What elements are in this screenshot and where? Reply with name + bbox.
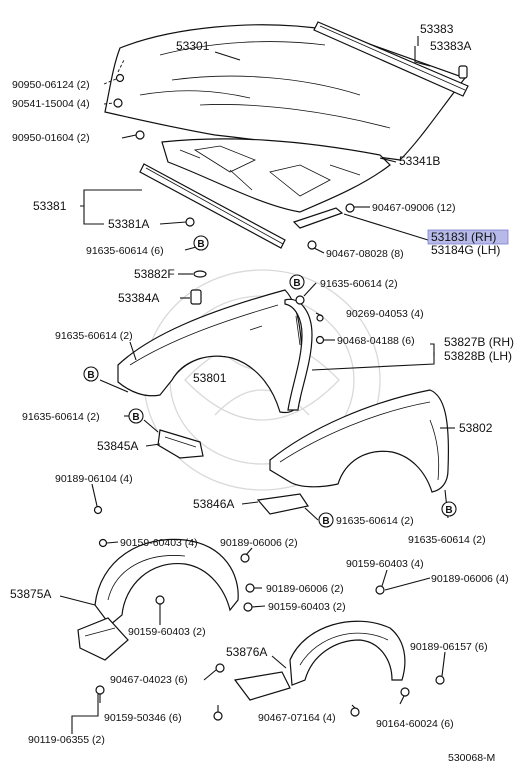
fastener-symbols: [93, 65, 468, 721]
b-marker: B: [128, 408, 144, 424]
fender-liner-53875A: [77, 538, 239, 661]
label-bolt-90119-06355: 90119-06355 (2): [28, 734, 105, 746]
hood-side-seal-53381: [139, 163, 286, 249]
b-marker: B: [441, 501, 457, 517]
label-clip-90467-08028: 90467-08028 (8): [326, 248, 404, 260]
label-bolt-90159-60403-2b: 90159-60403 (2): [128, 626, 206, 638]
label-bolt-90159-60403-4a: 90159-60403 (4): [120, 537, 198, 549]
label-fender-53801: 53801: [193, 371, 227, 385]
label-clip-90467-07164: 90467-07164 (4): [258, 712, 336, 724]
label-bolt-90189-06006-2b: 90189-06006 (2): [266, 583, 344, 595]
label-bolt-90189-06006-2a: 90189-06006 (2): [220, 537, 298, 549]
label-bolt-90164-60024: 90164-60024 (6): [376, 718, 454, 730]
label-bolt-90159-50346: 90159-50346 (6): [104, 712, 182, 724]
hood-53301: [104, 24, 466, 161]
bracket-53882F: [193, 270, 207, 278]
label-screw-91635-60614-2c: 91635-60614 (2): [22, 411, 100, 423]
label-seal-clip: 53381A: [108, 217, 149, 231]
label-53882F: 53882F: [134, 267, 175, 281]
b-marker: B: [193, 235, 209, 251]
diagram-code: 530068-M: [448, 752, 495, 764]
label-screw-90269-04053: 90269-04053 (4): [346, 308, 424, 320]
label-fender-53802: 53802: [459, 421, 493, 435]
leader-lines: [59, 36, 455, 734]
label-bolt-90159-60403-2a: 90159-60403 (2): [268, 601, 346, 613]
fender-53801: [117, 289, 303, 414]
fender-liner-53827B: [284, 298, 313, 411]
fender-liner-53876A: [233, 620, 406, 701]
svg-text:B: B: [322, 516, 329, 527]
label-liner-53828B: 53828B (LH): [444, 349, 512, 363]
label-clip-90467-09006: 90467-09006 (12): [372, 202, 455, 214]
label-screw-91635-60614-6: 91635-60614 (6): [86, 245, 164, 257]
b-marker: B: [318, 512, 334, 528]
label-hood-insulator: 53341B: [399, 154, 440, 168]
fender-53802: [269, 389, 449, 493]
label-screw-91635-60614-2e: 91635-60614 (2): [408, 534, 486, 546]
bracket-53846A: [256, 493, 309, 515]
svg-text:B: B: [87, 370, 94, 381]
label-53845A: 53845A: [97, 439, 138, 453]
label-fender-seal-lh: 53184G (LH): [431, 243, 500, 257]
b-marker: B: [83, 366, 99, 382]
bracket-53384A: [190, 289, 202, 305]
label-nut-90541-15004: 90541-15004 (4): [12, 98, 90, 110]
svg-text:B: B: [132, 412, 139, 423]
label-screw-91635-60614-2a: 91635-60614 (2): [320, 278, 398, 290]
hood-seal-53383: [313, 21, 469, 97]
labels: 53301 53383 53383A 90950-06124 (2) 90541…: [10, 22, 514, 764]
label-hood-seal: 53383: [420, 22, 454, 36]
svg-text:B: B: [445, 505, 452, 516]
label-bolt-90159-60403-4b: 90159-60403 (4): [346, 558, 424, 570]
label-hood-side-seal: 53381: [33, 199, 67, 213]
label-fender-seal-rh: 53183I (RH): [431, 230, 496, 244]
bracket-53845A: [157, 429, 204, 459]
hood-insulator-53341B: [161, 138, 391, 213]
label-clip-90467-04023: 90467-04023 (6): [110, 674, 188, 686]
highlight-53183I: [427, 229, 509, 245]
label-screw-90468-04188: 90468-04188 (6): [337, 335, 415, 347]
label-liner-53827B: 53827B (RH): [444, 335, 514, 349]
fender-seal-53183I: [292, 207, 344, 229]
label-hood: 53301: [176, 39, 210, 53]
label-bolt-90189-06104: 90189-06104 (4): [55, 473, 133, 485]
label-screw-91635-60614-2b: 91635-60614 (2): [55, 330, 133, 342]
label-bolt-90189-06157: 90189-06157 (6): [410, 641, 488, 653]
label-bolt-90189-06006-4: 90189-06006 (4): [431, 573, 509, 585]
label-hood-seal-clip: 53383A: [430, 39, 471, 53]
label-bolt-90950-01604: 90950-01604 (2): [12, 132, 90, 144]
b-marker: B: [289, 274, 305, 290]
label-screw-91635-60614-2d: 91635-60614 (2): [336, 515, 414, 527]
label-53384A: 53384A: [118, 291, 159, 305]
label-liner-53875A: 53875A: [10, 587, 51, 601]
svg-text:B: B: [293, 278, 300, 289]
svg-text:B: B: [197, 239, 204, 250]
label-liner-53876A: 53876A: [226, 645, 267, 659]
label-53846A: 53846A: [193, 497, 234, 511]
label-bolt-90950-06124: 90950-06124 (2): [12, 79, 90, 91]
